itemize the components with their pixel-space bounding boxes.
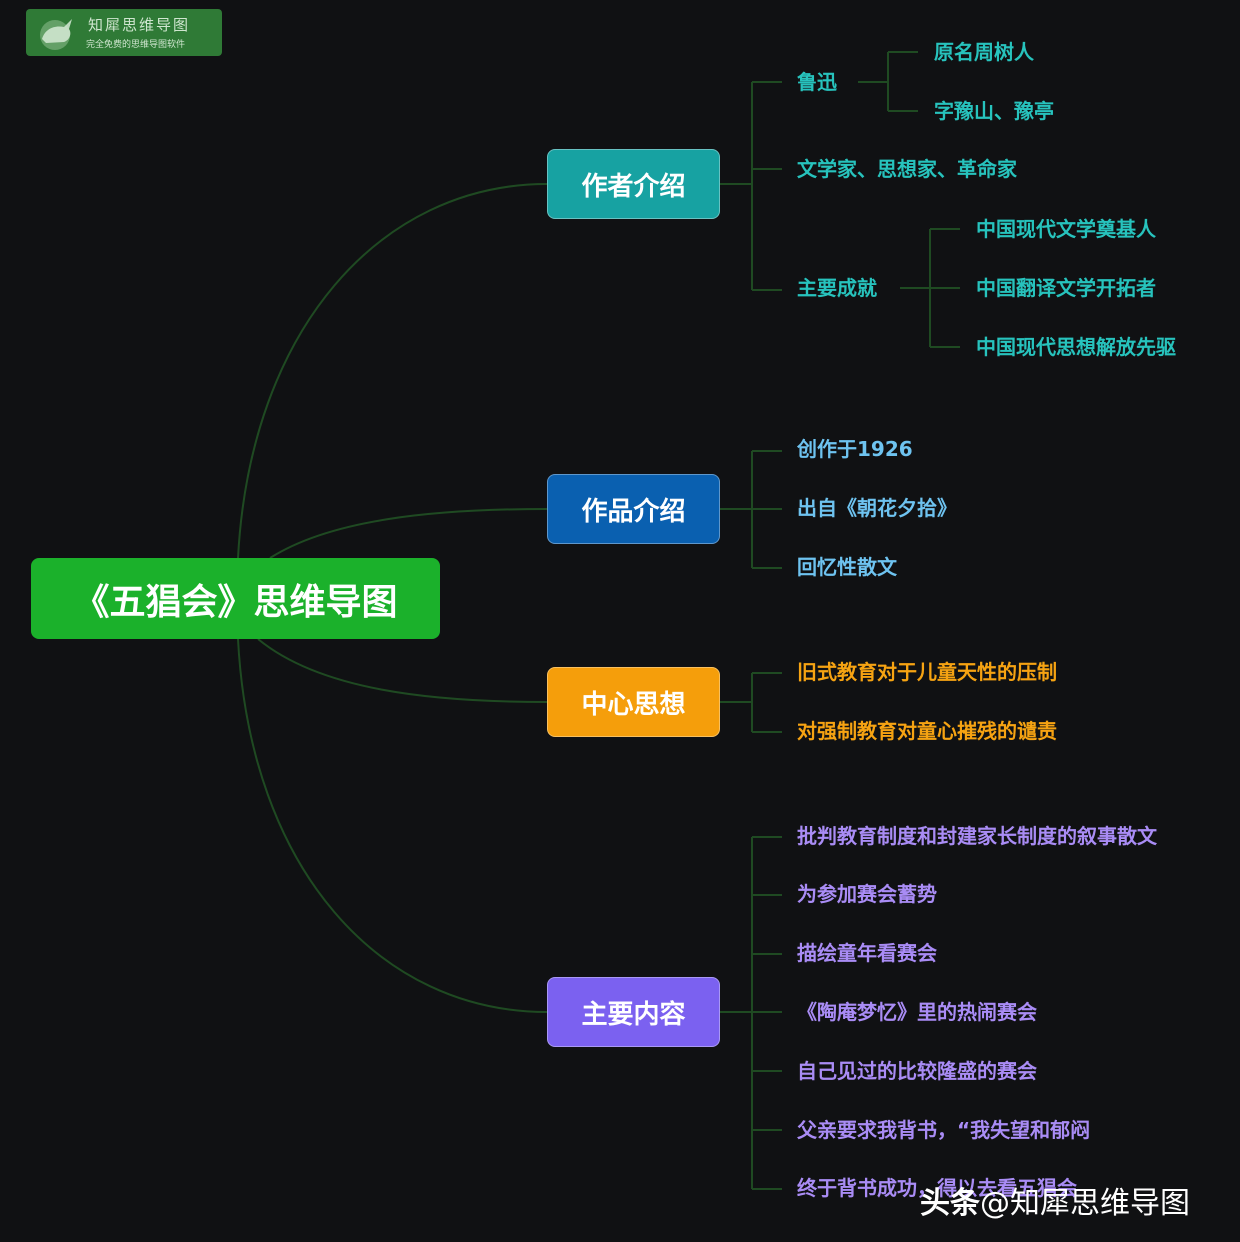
node-content-item[interactable]: 为参加赛会蓄势 — [797, 882, 937, 906]
topic-theme[interactable]: 中心思想 — [547, 667, 720, 737]
root-node[interactable]: 《五猖会》思维导图 — [31, 558, 440, 639]
topic-author[interactable]: 作者介绍 — [547, 149, 720, 219]
node-achievement[interactable]: 中国现代思想解放先驱 — [976, 335, 1176, 359]
node-work-item[interactable]: 创作于1926 — [797, 437, 913, 461]
node-content-item[interactable]: 自己见过的比较隆盛的赛会 — [797, 1059, 1037, 1083]
watermark-handle: @知犀思维导图 — [980, 1186, 1190, 1221]
node-content-item[interactable]: 《陶庵梦忆》里的热闹赛会 — [797, 1000, 1037, 1024]
watermark-brand: 头条 — [920, 1186, 980, 1221]
node-lu-xun[interactable]: 鲁迅 — [797, 70, 837, 94]
watermark: 头条@知犀思维导图 — [920, 1178, 1190, 1222]
node-work-item[interactable]: 回忆性散文 — [797, 555, 897, 579]
topic-content[interactable]: 主要内容 — [547, 977, 720, 1047]
node-original-name[interactable]: 原名周树人 — [934, 40, 1034, 64]
node-achievement[interactable]: 中国翻译文学开拓者 — [976, 276, 1156, 300]
logo-subtitle: 完全免费的思维导图软件 — [86, 40, 186, 50]
node-content-item[interactable]: 终于背书成功，得以去看五猖会 — [797, 1176, 1077, 1200]
node-achievement[interactable]: 中国现代文学奠基人 — [976, 217, 1156, 241]
node-courtesy-name[interactable]: 字豫山、豫亭 — [934, 99, 1054, 123]
node-achievements[interactable]: 主要成就 — [797, 276, 877, 300]
rhino-icon — [40, 19, 72, 50]
node-content-item[interactable]: 父亲要求我背书，“我失望和郁闷 — [797, 1118, 1091, 1142]
logo-title: 知犀思维导图 — [88, 16, 191, 34]
logo: 知犀思维导图 完全免费的思维导图软件 — [26, 9, 222, 56]
node-theme-item[interactable]: 旧式教育对于儿童天性的压制 — [797, 660, 1057, 684]
topic-work[interactable]: 作品介绍 — [547, 474, 720, 544]
node-content-item[interactable]: 批判教育制度和封建家长制度的叙事散文 — [797, 824, 1157, 848]
node-identity[interactable]: 文学家、思想家、革命家 — [797, 157, 1017, 181]
node-work-item[interactable]: 出自《朝花夕拾》 — [797, 496, 957, 520]
node-theme-item[interactable]: 对强制教育对童心摧残的谴责 — [797, 719, 1057, 743]
node-content-item[interactable]: 描绘童年看赛会 — [797, 941, 937, 965]
